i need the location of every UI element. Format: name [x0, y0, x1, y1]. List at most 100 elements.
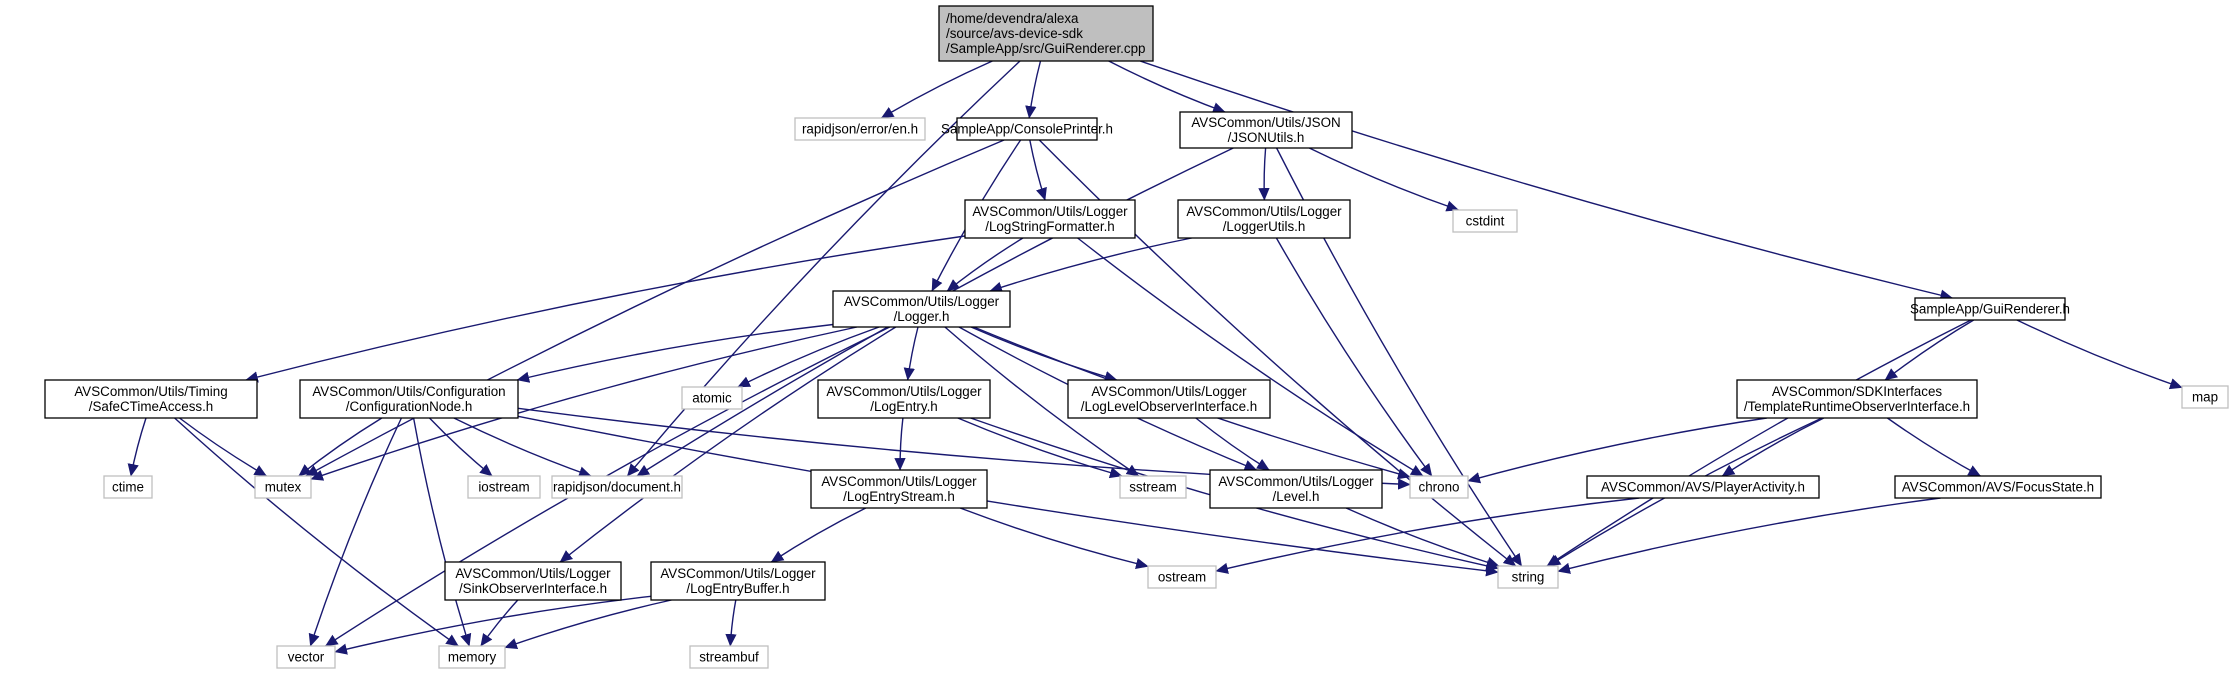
edge-logentrystream-to-logentrybuffer — [770, 507, 867, 563]
node-streambuf: streambuf — [689, 645, 769, 669]
node-mutex: mutex — [254, 475, 312, 499]
node-atomic: atomic — [681, 386, 743, 410]
edge-safectime-to-mutex — [179, 417, 268, 477]
node-label: ostream — [1158, 570, 1206, 585]
node-label: AVSCommon/SDKInterfaces — [1772, 384, 1942, 399]
node-focusstate[interactable]: AVSCommon/AVS/FocusState.h — [1894, 475, 2102, 499]
node-label: /home/devendra/alexa — [946, 11, 1079, 26]
node-string: string — [1497, 565, 1559, 589]
node-box-logentrystream — [810, 469, 988, 509]
node-guirenderer_h[interactable]: SampleApp/GuiRenderer.h — [1910, 297, 2070, 321]
node-label: AVSCommon/Utils/Logger — [1091, 384, 1247, 399]
node-label: rapidjson/document.h — [553, 480, 681, 495]
node-confignode[interactable]: AVSCommon/Utils/Configuration/Configurat… — [299, 379, 519, 419]
node-label: iostream — [478, 480, 529, 495]
edge-confignode-to-mutex — [298, 417, 383, 477]
node-label: AVSCommon/Utils/Logger — [826, 384, 982, 399]
node-box-loggerutils — [1177, 199, 1351, 239]
node-loggerutils[interactable]: AVSCommon/Utils/Logger/LoggerUtils.h — [1177, 199, 1351, 239]
node-error_en: rapidjson/error/en.h — [794, 117, 926, 141]
node-label: /ConfigurationNode.h — [346, 399, 473, 414]
node-label: AVSCommon/Utils/Logger — [1218, 474, 1374, 489]
node-logstringformatter[interactable]: AVSCommon/Utils/Logger/LogStringFormatte… — [964, 199, 1136, 239]
edge-sinkobserver-to-memory — [480, 599, 519, 647]
node-box-ctime — [103, 475, 153, 499]
node-box-templateobserver — [1736, 379, 1978, 419]
edge-guirenderer_cpp-to-document — [626, 60, 1021, 477]
node-memory: memory — [438, 645, 506, 669]
node-label: /LogLevelObserverInterface.h — [1081, 399, 1257, 414]
node-box-playeractivity — [1586, 475, 1820, 499]
node-box-ostream — [1147, 565, 1217, 589]
edge-playeractivity-to-ostream — [1215, 497, 1640, 574]
edge-templateobserver-to-focusstate — [1886, 417, 1981, 477]
node-vector: vector — [276, 645, 336, 669]
node-safectime[interactable]: AVSCommon/Utils/Timing/SafeCTimeAccess.h — [44, 379, 258, 419]
node-box-vector — [276, 645, 336, 669]
edge-logentrybuffer-to-streambuf — [725, 599, 737, 647]
edge-confignode-to-iostream — [428, 417, 493, 477]
node-level[interactable]: AVSCommon/Utils/Logger/Level.h — [1209, 469, 1383, 509]
node-label: /SinkObserverInterface.h — [459, 581, 607, 596]
node-label: /SafeCTimeAccess.h — [89, 399, 214, 414]
edges-layer — [127, 60, 2183, 655]
edge-logger-to-logentry — [903, 326, 919, 381]
node-jsonutils[interactable]: AVSCommon/Utils/JSON/JSONUtils.h — [1179, 111, 1353, 149]
edge-guirenderer_cpp-to-jsonutils — [1108, 60, 1226, 114]
node-sstream: sstream — [1119, 475, 1187, 499]
node-loglevelobserver[interactable]: AVSCommon/Utils/Logger/LogLevelObserverI… — [1067, 379, 1271, 419]
node-label: AVSCommon/Utils/Configuration — [312, 384, 505, 399]
node-logger[interactable]: AVSCommon/Utils/Logger/Logger.h — [832, 290, 1011, 328]
node-label: SampleApp/GuiRenderer.h — [1910, 302, 2070, 317]
edge-safectime-to-ctime — [127, 417, 147, 477]
node-box-mutex — [254, 475, 312, 499]
node-label: mutex — [265, 480, 302, 495]
node-box-atomic — [681, 386, 743, 410]
node-playeractivity[interactable]: AVSCommon/AVS/PlayerActivity.h — [1586, 475, 1820, 499]
edge-guirenderer_cpp-to-guirenderer_h — [1139, 60, 1953, 301]
node-box-error_en — [794, 117, 926, 141]
node-label: AVSCommon/Utils/Logger — [844, 294, 1000, 309]
edge-logentry-to-logentrystream — [894, 417, 906, 471]
node-guirenderer_cpp[interactable]: /home/devendra/alexa/source/avs-device-s… — [938, 5, 1154, 62]
edge-logstringformatter-to-safectime — [245, 235, 966, 383]
node-box-string — [1497, 565, 1559, 589]
node-label: AVSCommon/Utils/Timing — [74, 384, 227, 399]
edge-loggerutils-to-chrono — [1275, 237, 1433, 477]
node-label: rapidjson/error/en.h — [802, 122, 918, 137]
node-box-logger — [832, 290, 1011, 328]
node-label: /Level.h — [1273, 489, 1320, 504]
node-label: SampleApp/ConsolePrinter.h — [941, 122, 1113, 137]
edge-guirenderer_cpp-to-error_en — [880, 60, 993, 119]
node-label: /LogEntryStream.h — [843, 489, 955, 504]
node-box-cstdint — [1452, 209, 1518, 233]
node-consoleprinter[interactable]: SampleApp/ConsolePrinter.h — [941, 117, 1113, 141]
node-box-logentrybuffer — [650, 561, 826, 601]
edge-guirenderer_h-to-templateobserver — [1884, 319, 1975, 381]
node-label: /LogStringFormatter.h — [985, 219, 1115, 234]
node-box-logentry — [817, 379, 991, 419]
edge-consoleprinter-to-mutex — [305, 139, 1005, 477]
node-logentry[interactable]: AVSCommon/Utils/Logger/LogEntry.h — [817, 379, 991, 419]
edge-templateobserver-to-chrono — [1467, 417, 1767, 484]
node-label: /LogEntry.h — [870, 399, 938, 414]
node-label: AVSCommon/Utils/Logger — [821, 474, 977, 489]
node-label: AVSCommon/Utils/JSON — [1191, 115, 1340, 130]
edge-templateobserver-to-playeractivity — [1721, 417, 1825, 477]
node-chrono: chrono — [1409, 475, 1469, 499]
node-label: AVSCommon/Utils/Logger — [455, 566, 611, 581]
node-label: cstdint — [1466, 214, 1505, 229]
edge-confignode-to-vector — [308, 417, 403, 647]
edge-logstringformatter-to-chrono — [1077, 237, 1424, 477]
node-label: /JSONUtils.h — [1228, 130, 1305, 145]
node-templateobserver[interactable]: AVSCommon/SDKInterfaces/TemplateRuntimeO… — [1736, 379, 1978, 419]
node-sinkobserver[interactable]: AVSCommon/Utils/Logger/SinkObserverInter… — [444, 561, 622, 601]
node-label: atomic — [692, 391, 732, 406]
node-box-document — [551, 475, 683, 499]
edge-consoleprinter-to-logstringformatter — [1029, 139, 1047, 201]
node-box-consoleprinter — [956, 117, 1098, 141]
node-label: /Logger.h — [894, 309, 950, 324]
node-logentrybuffer[interactable]: AVSCommon/Utils/Logger/LogEntryBuffer.h — [650, 561, 826, 601]
node-box-streambuf — [689, 645, 769, 669]
node-logentrystream[interactable]: AVSCommon/Utils/Logger/LogEntryStream.h — [810, 469, 988, 509]
